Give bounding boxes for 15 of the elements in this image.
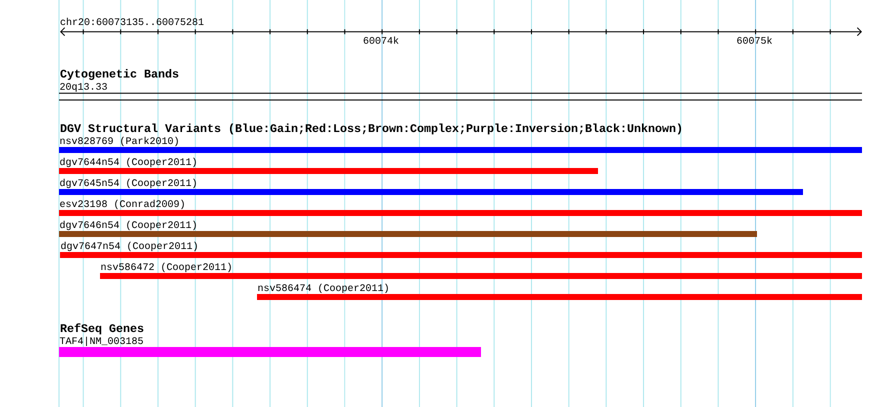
track-heading: DGV Structural Variants (Blue:Gain;Red:Loss;Brown:Complex;Purple:Inversion;Black:Unknown) — [60, 124, 682, 134]
variant-label: nsv586472 (Cooper2011) — [101, 262, 231, 272]
variant-label: nsv586474 (Cooper2011) — [258, 284, 388, 294]
variant-label: esv23198 (Conrad2009) — [60, 200, 184, 210]
variant-label: nsv828769 (Park2010) — [60, 136, 178, 146]
tick-label: 60075k — [737, 36, 772, 44]
variant-label: dgv7647n54 (Cooper2011) — [61, 242, 197, 252]
tick-label: 60074k — [364, 36, 398, 44]
track-heading: RefSeq Genes — [60, 323, 144, 334]
gene-label: TAF4|NM_003185 — [60, 336, 143, 346]
variant-label: dgv7646n54 (Cooper2011) — [60, 220, 196, 230]
variant-label: dgv7644n54 (Cooper2011) — [60, 158, 196, 168]
variant-label: dgv7645n54 (Cooper2011) — [60, 178, 196, 188]
band-label: 20q13.33 — [60, 83, 107, 92]
coordinate-label: chr20:60073135..60075281 — [60, 18, 204, 26]
